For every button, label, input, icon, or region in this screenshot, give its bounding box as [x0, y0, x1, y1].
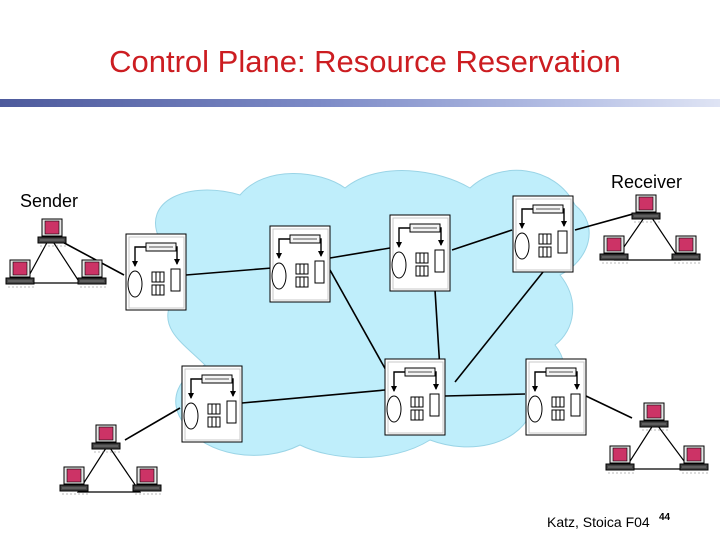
host-links	[23, 211, 692, 493]
computer-host-icon	[59, 466, 89, 495]
computer-host-icon	[605, 445, 635, 474]
computer-host-icon	[5, 259, 35, 288]
router-node-icon	[125, 233, 187, 311]
computer-host-icon	[599, 235, 629, 264]
router-node-icon	[389, 214, 451, 292]
title-rule	[0, 99, 720, 107]
sender-label: Sender	[20, 191, 79, 211]
computer-host-icon	[631, 194, 661, 223]
router-node-icon	[181, 365, 243, 443]
network-links	[54, 211, 641, 441]
computer-host-icon	[671, 235, 701, 264]
receiver-label: Receiver	[611, 172, 683, 192]
router-node-icon	[269, 225, 331, 303]
page-number: 44	[659, 512, 671, 523]
router-node-icon	[525, 358, 587, 436]
computer-host-icon	[37, 218, 67, 247]
router-node-icon	[384, 358, 446, 436]
computer-host-icon	[679, 445, 709, 474]
computer-host-icon	[132, 466, 162, 495]
computer-host-icon	[91, 424, 121, 453]
slide-title: Control Plane: Resource Reservation	[109, 44, 621, 79]
footer-credit: Katz, Stoica F04	[547, 514, 650, 530]
computer-host-icon	[77, 259, 107, 288]
router-node-icon	[512, 195, 574, 273]
computer-host-icon	[639, 402, 669, 431]
